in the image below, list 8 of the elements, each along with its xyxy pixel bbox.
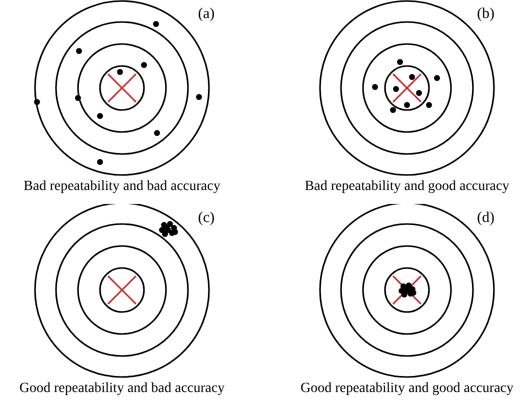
panel-tag: (c) [198, 209, 215, 227]
panel-caption: Bad repeatability and bad accuracy [24, 179, 220, 194]
panel-tag: (a) [198, 5, 215, 23]
panel-caption: Bad repeatability and good accuracy [304, 179, 510, 194]
panel-tag: (b) [477, 5, 494, 23]
panel-caption: Good repeatability and good accuracy [300, 381, 514, 396]
panel-caption: Good repeatability and bad accuracy [19, 381, 225, 396]
panel-tag: (d) [477, 209, 494, 227]
